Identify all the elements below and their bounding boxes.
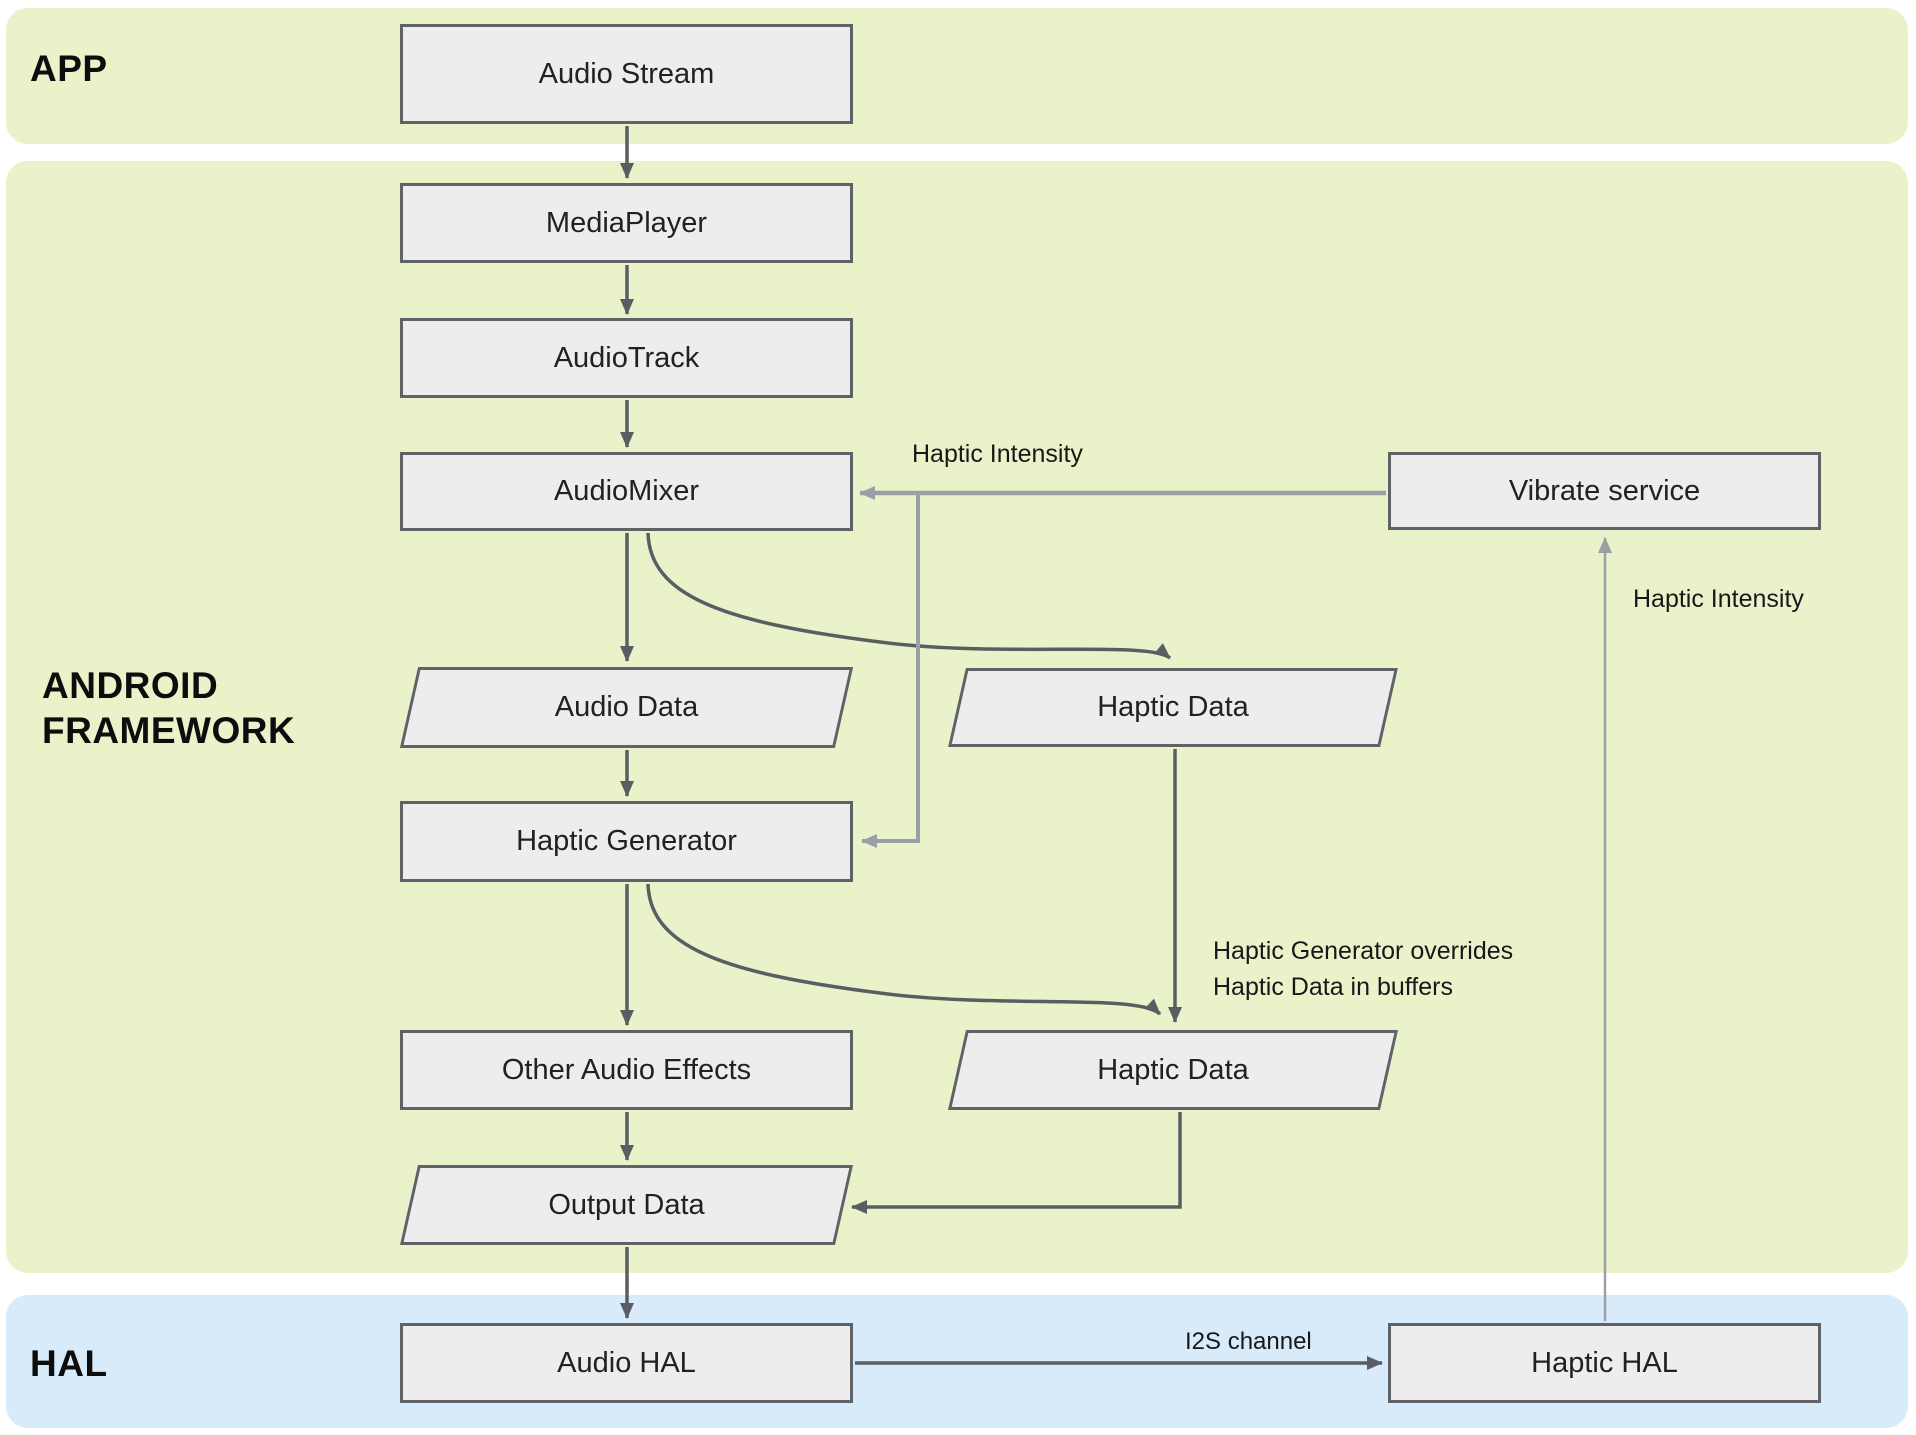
node-vibrate-service-label: Vibrate service <box>1508 474 1701 507</box>
edge-label-override-note: Haptic Generator overrides Haptic Data i… <box>1213 937 1514 1001</box>
node-audio-stream-label: Audio Stream <box>538 57 715 90</box>
node-audio-data-text: Audio Data <box>554 691 699 723</box>
node-haptic-hal: Haptic HAL <box>1388 1323 1821 1403</box>
node-audio-stream: Audio Stream <box>400 24 853 124</box>
node-haptic-data-2-label: Haptic Data <box>957 1030 1389 1110</box>
node-vibrate-service: Vibrate service <box>1388 452 1821 530</box>
node-audio-mixer: AudioMixer <box>400 452 853 531</box>
edge-label-haptic-intensity-mixer: Haptic Intensity <box>912 440 1083 468</box>
node-audio-hal-label: Audio HAL <box>557 1346 696 1379</box>
node-audio-track-label: AudioTrack <box>553 341 700 374</box>
node-haptic-data-1-text: Haptic Data <box>1097 691 1249 723</box>
node-haptic-generator-label: Haptic Generator <box>516 825 737 857</box>
node-haptic-data-2-text: Haptic Data <box>1097 1053 1249 1086</box>
band-label-android-framework: ANDROID FRAMEWORK <box>42 665 296 751</box>
band-label-hal: HAL <box>30 1343 108 1384</box>
node-haptic-data-1-label: Haptic Data <box>957 668 1389 747</box>
node-audio-data-label: Audio Data <box>409 667 844 748</box>
node-output-data-label: Output Data <box>409 1165 844 1245</box>
node-other-audio-effects-label: Other Audio Effects <box>501 1053 752 1086</box>
node-media-player-label: MediaPlayer <box>545 206 708 239</box>
node-output-data-text: Output Data <box>548 1188 705 1221</box>
node-audio-track: AudioTrack <box>400 318 853 398</box>
node-haptic-generator: Haptic Generator <box>400 801 853 882</box>
node-other-audio-effects: Other Audio Effects <box>400 1030 853 1110</box>
node-audio-hal: Audio HAL <box>400 1323 853 1403</box>
band-app <box>6 8 1908 144</box>
node-haptic-hal-label: Haptic HAL <box>1531 1346 1678 1379</box>
node-audio-mixer-label: AudioMixer <box>553 475 700 507</box>
edge-label-i2s-channel: I2S channel <box>1185 1328 1312 1355</box>
edge-label-haptic-intensity-vibrate: Haptic Intensity <box>1633 585 1804 613</box>
node-media-player: MediaPlayer <box>400 183 853 263</box>
band-label-app: APP <box>30 48 108 89</box>
